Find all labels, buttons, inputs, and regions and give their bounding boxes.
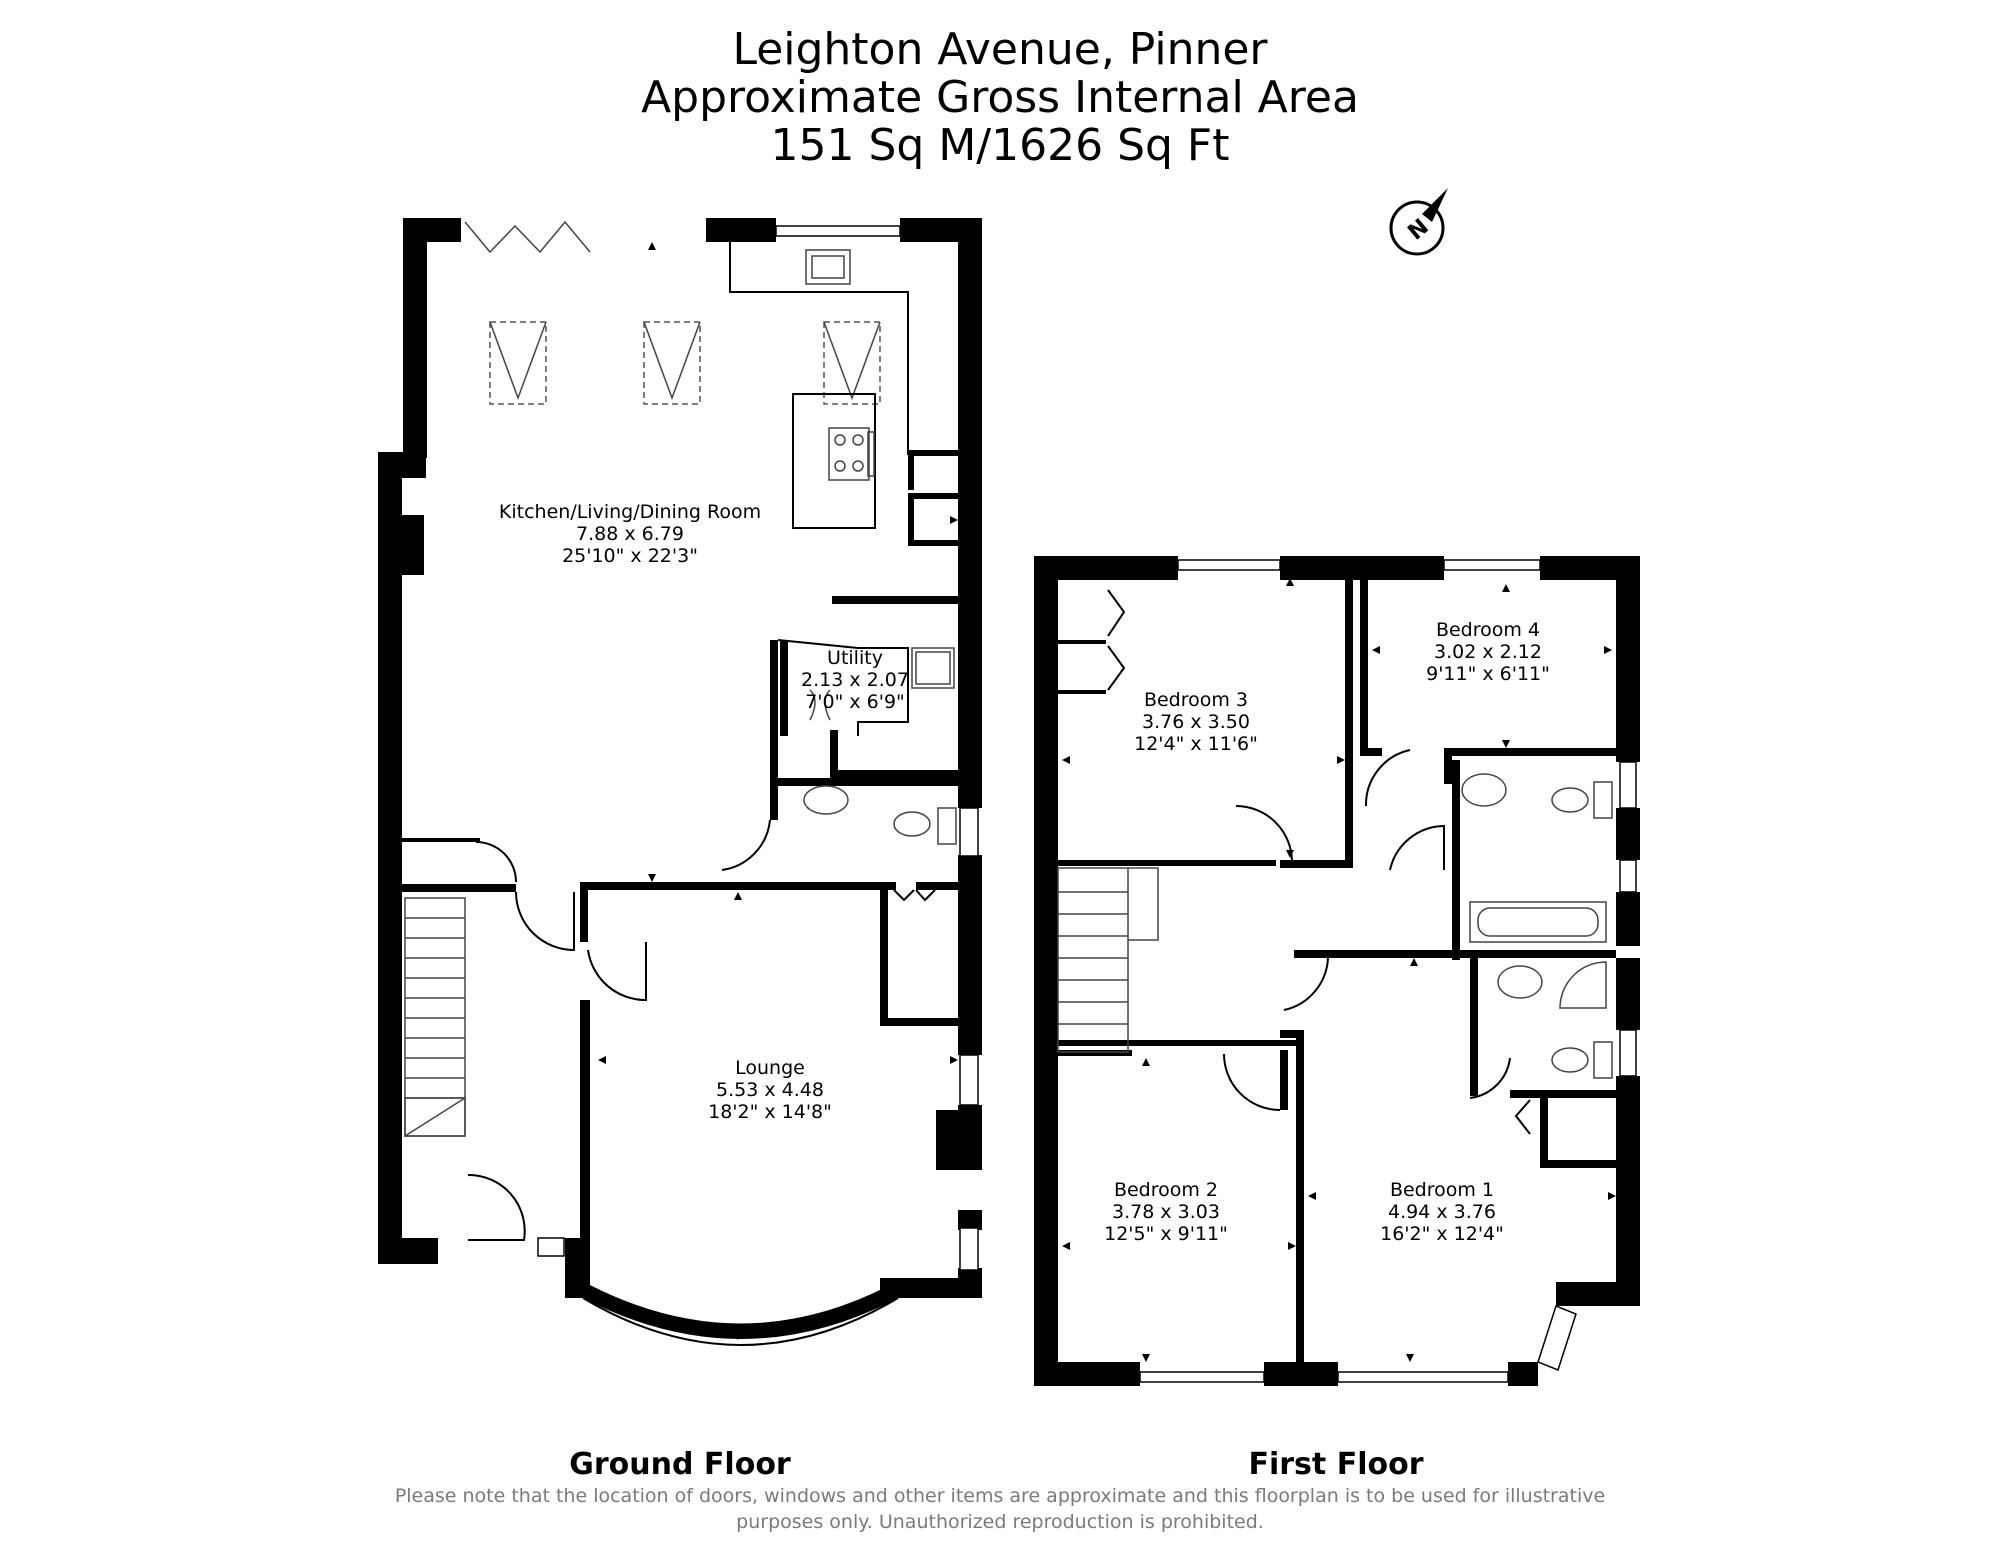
stairs-icon bbox=[404, 897, 466, 1137]
room-label-bedroom-1: Bedroom 1 4.94 x 3.76 16'2" x 12'4" bbox=[1380, 1179, 1504, 1245]
title-area-value: 151 Sq M/1626 Sq Ft bbox=[771, 120, 1230, 171]
room-metric: 3.78 x 3.03 bbox=[1112, 1201, 1220, 1223]
plan-title: Leighton Avenue, Pinner Approximate Gros… bbox=[641, 24, 1359, 171]
room-label-bedroom-4: Bedroom 4 3.02 x 2.12 9'11" x 6'11" bbox=[1426, 619, 1550, 685]
room-name: Bedroom 4 bbox=[1436, 619, 1540, 641]
room-name: Bedroom 2 bbox=[1114, 1179, 1218, 1201]
room-name: Utility bbox=[827, 647, 883, 669]
room-metric: 3.76 x 3.50 bbox=[1142, 711, 1250, 733]
skylight-icon bbox=[489, 321, 881, 405]
bifold-doors-icon bbox=[464, 220, 656, 254]
room-imperial: 9'11" x 6'11" bbox=[1426, 663, 1550, 685]
ground-floor-windows bbox=[537, 225, 979, 1271]
room-imperial: 18'2" x 14'8" bbox=[708, 1101, 832, 1123]
disclaimer-line-2: purposes only. Unauthorized reproduction… bbox=[736, 1511, 1264, 1533]
ground-floor-arrows bbox=[408, 516, 958, 1340]
stairs-icon bbox=[1057, 867, 1159, 1053]
ground-floor-label: Ground Floor bbox=[569, 1447, 791, 1482]
room-label-utility: Utility 2.13 x 2.07 7'0" x 6'9" bbox=[801, 647, 909, 713]
bathroom-fixtures bbox=[1461, 773, 1613, 1079]
room-metric: 5.53 x 4.48 bbox=[716, 1079, 824, 1101]
north-arrow-icon: N bbox=[1389, 188, 1448, 256]
first-floor-plan: Bedroom 3 3.76 x 3.50 12'4" x 11'6" Bedr… bbox=[1034, 556, 1640, 1386]
ground-floor-plan: Kitchen/Living/Dining Room 7.88 x 6.79 2… bbox=[378, 218, 982, 1346]
first-floor-label: First Floor bbox=[1248, 1447, 1423, 1482]
room-name: Lounge bbox=[735, 1057, 805, 1079]
utility-fixtures bbox=[777, 639, 955, 736]
room-metric: 4.94 x 3.76 bbox=[1388, 1201, 1496, 1223]
room-imperial: 25'10" x 22'3" bbox=[562, 545, 698, 567]
room-imperial: 16'2" x 12'4" bbox=[1380, 1223, 1504, 1245]
title-address: Leighton Avenue, Pinner bbox=[732, 24, 1268, 75]
room-name: Bedroom 1 bbox=[1390, 1179, 1494, 1201]
room-name: Kitchen/Living/Dining Room bbox=[499, 501, 761, 523]
door-swings bbox=[467, 819, 936, 1241]
ground-floor-walls bbox=[378, 218, 982, 1346]
first-floor-arrows bbox=[1062, 578, 1616, 1362]
room-metric: 7.88 x 6.79 bbox=[576, 523, 684, 545]
kitchen-units bbox=[729, 242, 909, 529]
room-metric: 3.02 x 2.12 bbox=[1434, 641, 1542, 663]
room-label-bedroom-2: Bedroom 2 3.78 x 3.03 12'5" x 9'11" bbox=[1104, 1179, 1228, 1245]
room-label-lounge: Lounge 5.53 x 4.48 18'2" x 14'8" bbox=[708, 1057, 832, 1123]
room-imperial: 12'4" x 11'6" bbox=[1134, 733, 1258, 755]
title-area-heading: Approximate Gross Internal Area bbox=[641, 72, 1359, 123]
room-metric: 2.13 x 2.07 bbox=[801, 669, 909, 691]
first-floor-windows bbox=[1139, 559, 1637, 1383]
room-label-bedroom-3: Bedroom 3 3.76 x 3.50 12'4" x 11'6" bbox=[1134, 689, 1258, 755]
disclaimer-line-1: Please note that the location of doors, … bbox=[395, 1485, 1605, 1507]
room-name: Bedroom 3 bbox=[1144, 689, 1248, 711]
room-imperial: 12'5" x 9'11" bbox=[1104, 1223, 1228, 1245]
room-label-kitchen: Kitchen/Living/Dining Room 7.88 x 6.79 2… bbox=[499, 501, 761, 567]
wc-fixtures bbox=[803, 785, 957, 845]
first-floor-walls bbox=[1034, 556, 1640, 1386]
room-imperial: 7'0" x 6'9" bbox=[805, 691, 905, 713]
